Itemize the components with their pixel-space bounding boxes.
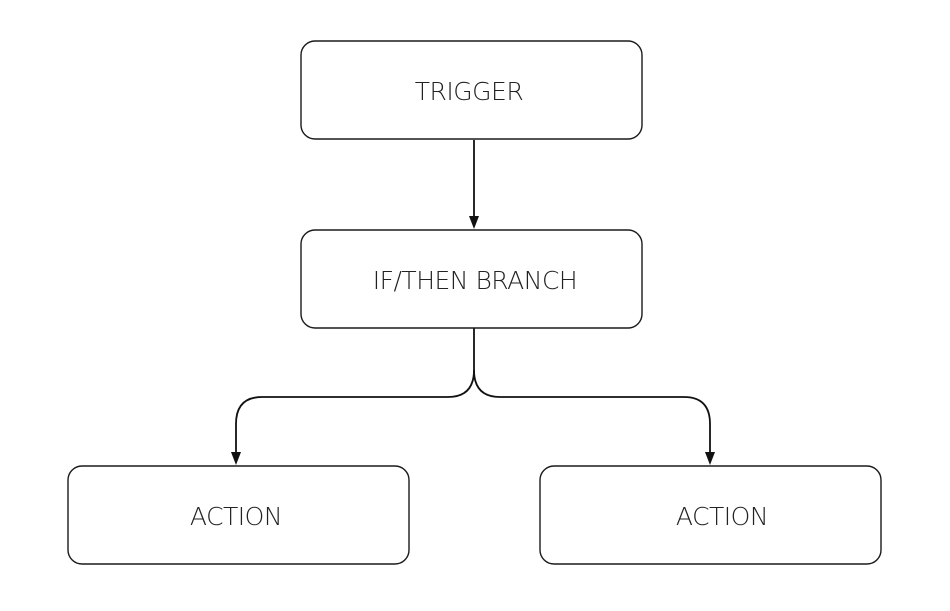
action-node-left-box [67, 465, 410, 565]
edge-branch-to-action-left [235, 328, 475, 455]
action-node-left-label: ACTION [190, 502, 282, 531]
edge-branch-to-action-left-arrowhead [231, 452, 241, 465]
action-node-right-box [539, 465, 882, 565]
trigger-node[interactable]: TRIGGER [300, 40, 643, 140]
edge-branch-to-action-right-arrowhead [705, 452, 715, 465]
action-node-right[interactable]: ACTION [539, 465, 882, 565]
branch-node-label: IF/THEN BRANCH [373, 266, 577, 295]
trigger-node-label: TRIGGER [415, 77, 524, 106]
edge-branch-to-action-right [473, 369, 711, 455]
action-node-right-label: ACTION [676, 502, 768, 531]
trigger-node-box [300, 40, 643, 140]
branch-node[interactable]: IF/THEN BRANCH [300, 229, 643, 329]
edge-trigger-to-branch-arrowhead [469, 216, 479, 229]
action-node-left[interactable]: ACTION [67, 465, 410, 565]
branch-node-box [300, 229, 643, 329]
